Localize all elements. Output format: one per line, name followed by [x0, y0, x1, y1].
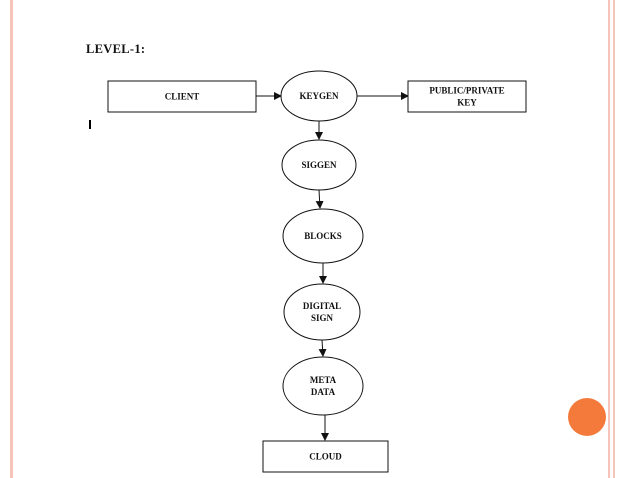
node-shape-client [107, 80, 257, 113]
node-label-siggen-0: SIGGEN [301, 160, 337, 170]
node-public-private-key: PUBLIC/PRIVATE KEY [407, 80, 527, 113]
diagram-title: LEVEL-1: [86, 42, 146, 56]
node-shape-meta-data [282, 356, 364, 416]
node-digital-sign: DIGITAL SIGN [283, 283, 361, 341]
right-frame-line-inner [608, 0, 610, 478]
arrow-digital-sign-to-meta-data [318, 339, 327, 357]
node-shape-digital-sign [283, 283, 361, 341]
node-label-client-0: CLIENT [165, 92, 200, 102]
node-shape-keygen [280, 70, 358, 122]
nodes-layer: CLIENT KEYGEN PUBLIC/PRIVATE KEY SIGGEN BLOCK… [107, 70, 527, 473]
node-label-digital-sign-0: DIGITAL [303, 301, 341, 311]
node-label-meta-data-0: META [310, 375, 337, 385]
node-shape-blocks [282, 208, 364, 264]
node-meta-data: META DATA [282, 356, 364, 416]
orange-circle-decoration [568, 398, 606, 436]
node-label-digital-sign-1: SIGN [311, 313, 334, 323]
node-shape-siggen [281, 139, 357, 191]
node-label-keygen-0: KEYGEN [299, 91, 339, 101]
node-label-meta-data-1: DATA [311, 387, 336, 397]
node-cloud: CLOUD [262, 440, 389, 473]
node-label-public-private-key-0: PUBLIC/PRIVATE [429, 86, 504, 96]
left-frame-line [10, 0, 13, 478]
node-label-cloud-0: CLOUD [309, 452, 342, 462]
node-blocks: BLOCKS [282, 208, 364, 264]
text-cursor-mark [89, 120, 91, 129]
node-siggen: SIGGEN [281, 139, 357, 191]
arrow-siggen-to-blocks [315, 189, 324, 209]
node-label-blocks-0: BLOCKS [304, 231, 342, 241]
node-shape-public-private-key [407, 80, 527, 113]
node-client: CLIENT [107, 80, 257, 113]
node-shape-cloud [262, 440, 389, 473]
right-frame-line-outer [613, 0, 615, 478]
node-keygen: KEYGEN [280, 70, 358, 122]
edges-layer [256, 92, 409, 441]
node-label-public-private-key-1: KEY [457, 98, 477, 108]
